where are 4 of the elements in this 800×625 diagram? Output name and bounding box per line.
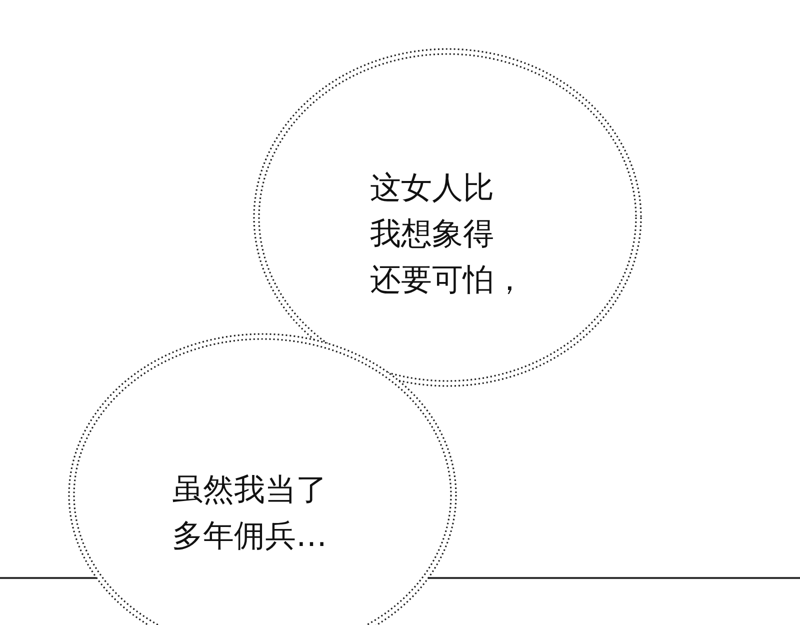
speech-bubble xyxy=(250,45,645,390)
speech-bubble xyxy=(65,330,460,625)
dialogue-text: 虽然我当了多年佣兵… xyxy=(172,471,328,556)
dialogue-text: 这女人比我想象得还要可怕， xyxy=(370,169,513,300)
